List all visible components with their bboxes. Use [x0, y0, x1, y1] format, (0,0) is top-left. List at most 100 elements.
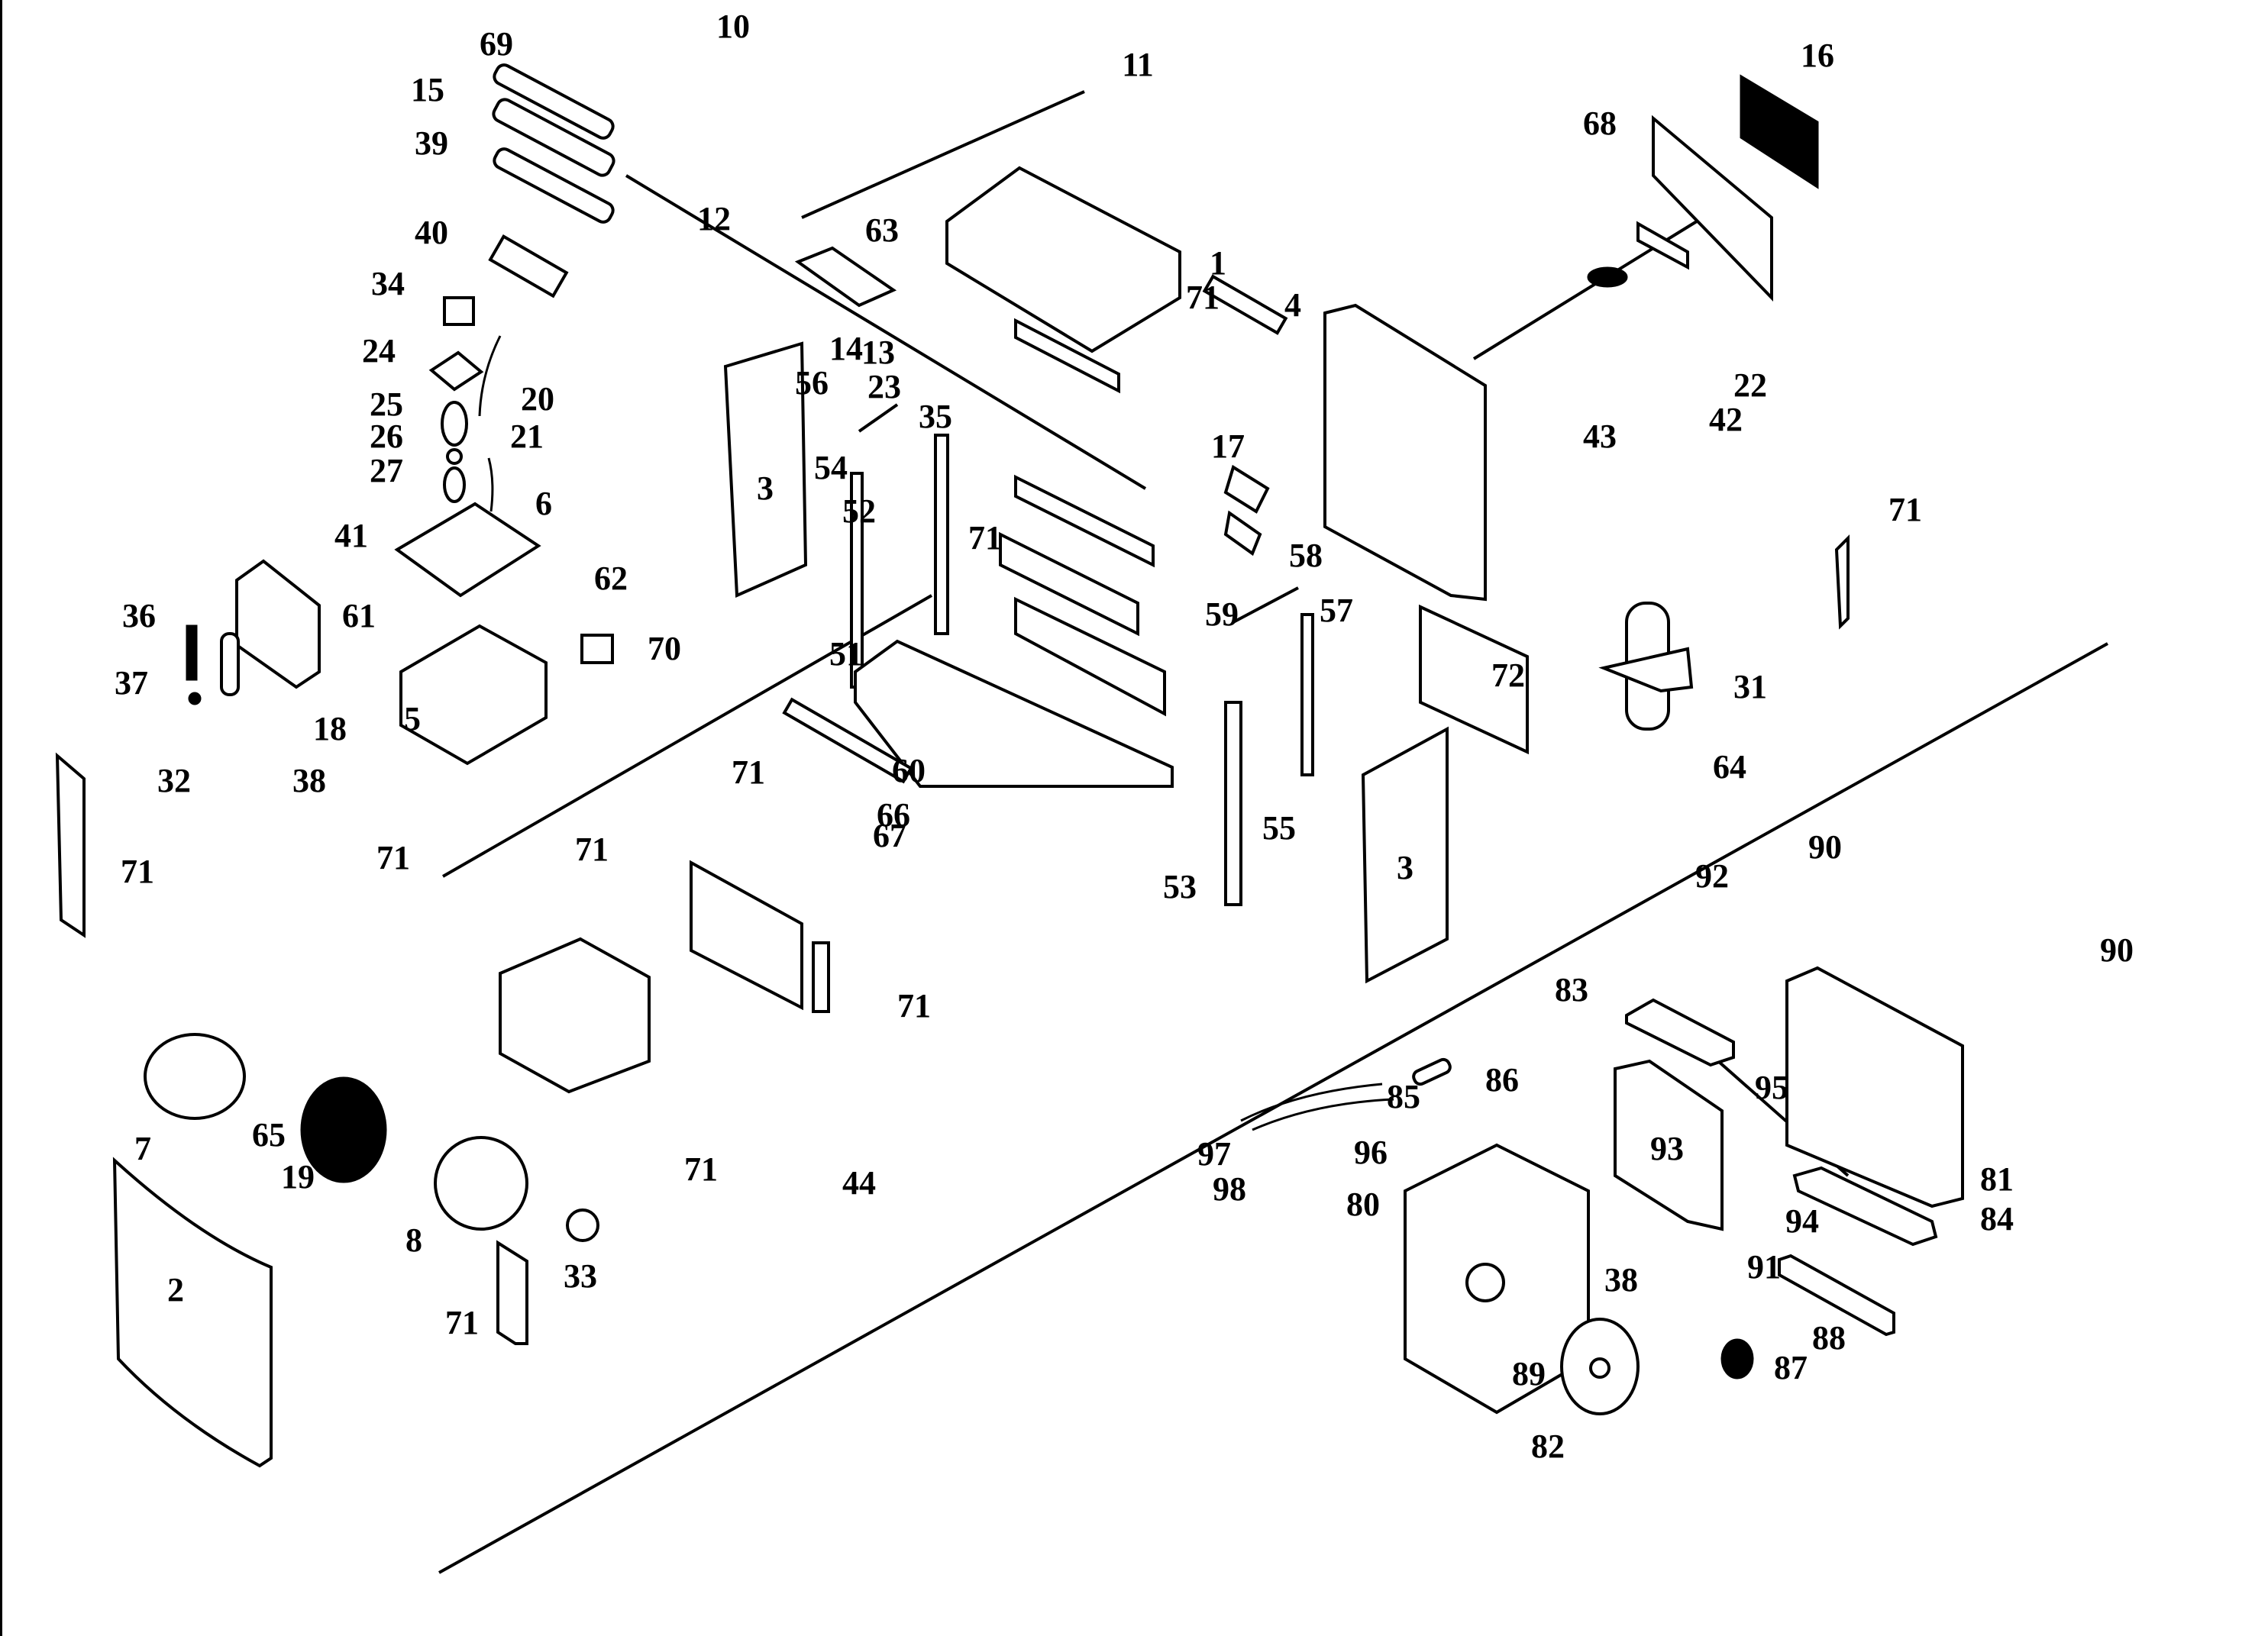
callout-label-part-53: 53: [1163, 868, 1197, 905]
callout-label-part-44: 44: [842, 1164, 876, 1202]
callout-label-part-91: 91: [1747, 1248, 1781, 1286]
part-54-rail: [934, 434, 949, 635]
part-4-rear-panel: [1323, 303, 1487, 602]
callout-label-part-25: 25: [370, 386, 403, 423]
callout-label-part-3: 3: [1397, 849, 1413, 886]
callout-label-part-56: 56: [795, 364, 829, 402]
callout-label-part-43: 43: [1583, 418, 1617, 455]
callout-label-part-96: 96: [1354, 1134, 1388, 1171]
part-59-bracket: [1014, 596, 1166, 717]
callout-label-part-1: 1: [1210, 244, 1226, 282]
part-96-hose: [1252, 1098, 1394, 1131]
callout-label-part-97: 97: [1197, 1135, 1231, 1173]
callout-label-part-32: 32: [157, 762, 191, 799]
callout-label-part-11: 11: [1122, 46, 1154, 83]
part-83-bracket: [1625, 998, 1735, 1067]
callout-label-part-42: 42: [1709, 401, 1743, 438]
part-81-rear-housing: [1785, 966, 1964, 1208]
callout-label-part-51: 51: [829, 635, 863, 673]
callout-label-part-24: 24: [362, 332, 396, 369]
part-16-grille: [1740, 74, 1819, 189]
callout-label-part-26: 26: [370, 418, 403, 455]
callout-label-part-66: 66: [877, 796, 910, 834]
callout-label-part-64: 64: [1713, 748, 1746, 786]
callout-label-part-71: 71: [684, 1150, 718, 1188]
part-17-bracket: [1223, 464, 1270, 514]
guide-line-rear-filter: [1472, 216, 1704, 360]
callout-label-part-86: 86: [1485, 1061, 1519, 1099]
part-72-panel: [1419, 604, 1529, 755]
part-34-relay: [443, 296, 475, 326]
part-6-grid: [394, 502, 541, 598]
part-fan-shroud: [499, 937, 651, 1094]
part-57-spring: [1233, 586, 1299, 624]
part-7-blower-housing: [144, 1033, 246, 1120]
callout-label-part-89: 89: [1512, 1355, 1546, 1392]
part-39-strip: [493, 147, 615, 224]
part-51-base-pan: [854, 639, 1174, 788]
part-42-cord: [1587, 266, 1628, 288]
part-56-rod: [858, 403, 899, 433]
callout-label-part-6: 6: [535, 485, 552, 522]
callout-label-part-2: 2: [167, 1271, 184, 1308]
callout-label-part-14: 14: [829, 330, 863, 367]
callout-label-part-62: 62: [594, 560, 628, 597]
callout-label-part-39: 39: [415, 124, 448, 162]
callout-label-part-31: 31: [1733, 668, 1767, 705]
callout-label-part-59: 59: [1205, 595, 1239, 633]
part-19-blower-wheel: [300, 1076, 387, 1183]
part-8-scroll: [434, 1136, 528, 1231]
part-40-board: [488, 234, 569, 298]
callout-label-part-71: 71: [575, 831, 609, 868]
part-27-clip: [443, 466, 466, 503]
part-3-side-panel-left: [723, 341, 808, 599]
callout-label-part-18: 18: [313, 710, 347, 747]
callout-label-part-81: 81: [1980, 1160, 2014, 1198]
part-tray-upper: [1014, 474, 1155, 568]
callout-label-part-34: 34: [371, 265, 405, 302]
part-71-right: [1834, 534, 1850, 630]
part-18-housing: [235, 559, 321, 689]
callout-label-part-38: 38: [1604, 1261, 1638, 1299]
callout-label-part-94: 94: [1785, 1202, 1819, 1240]
callout-label-part-69: 69: [480, 25, 513, 63]
guide-line-bottom-divider: [438, 642, 2108, 1574]
callout-label-part-71: 71: [968, 519, 1002, 557]
part-88-bracket: [1778, 1254, 1895, 1337]
callout-label-part-80: 80: [1346, 1186, 1380, 1223]
part-36-spring: [186, 624, 198, 681]
part-60-bar: [782, 697, 913, 784]
callout-label-part-58: 58: [1289, 537, 1323, 574]
left-border-line: [0, 0, 2, 1636]
callout-label-part-27: 27: [370, 452, 403, 489]
part-71-mid: [999, 531, 1139, 637]
part-63-filter: [794, 246, 897, 308]
part-13-control-strip: [1014, 318, 1120, 394]
part-87-motor: [1720, 1338, 1754, 1379]
callout-label-part-12: 12: [697, 200, 731, 237]
part-21-hose: [487, 457, 494, 512]
guide-line-vents: [801, 90, 1085, 219]
part-93-condenser: [1614, 1059, 1724, 1231]
part-68-filter-frame: [1652, 115, 1773, 302]
callout-label-part-20: 20: [521, 380, 554, 418]
part-71-top: [1202, 274, 1288, 335]
part-69-strip: [493, 63, 615, 140]
part-evaporator-coil: [690, 860, 803, 1011]
part-58-bracket: [1223, 510, 1262, 557]
callout-label-part-61: 61: [342, 597, 376, 634]
part-80-fan-hub: [1465, 1263, 1505, 1302]
callout-label-part-71: 71: [1888, 491, 1922, 528]
callout-label-part-60: 60: [892, 752, 926, 789]
callout-label-part-52: 52: [842, 492, 876, 530]
callout-label-part-67: 67: [873, 817, 906, 854]
callout-label-part-95: 95: [1755, 1069, 1788, 1106]
callout-label-part-22: 22: [1733, 366, 1767, 404]
callout-label-part-41: 41: [334, 517, 368, 554]
part-24-plate: [428, 350, 484, 392]
callout-label-part-16: 16: [1801, 37, 1834, 74]
part-22-plate: [1636, 221, 1689, 270]
callout-label-part-85: 85: [1387, 1078, 1420, 1115]
callout-label-part-57: 57: [1320, 592, 1353, 629]
part-32-cylinder: [220, 632, 240, 696]
